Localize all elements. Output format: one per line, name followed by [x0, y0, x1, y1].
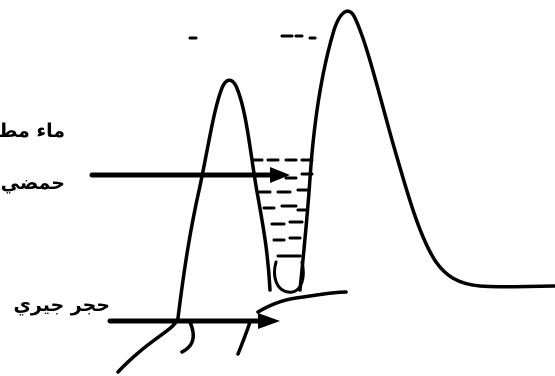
limestone-label: حجر جيري	[13, 294, 110, 316]
ground-fissure-left	[180, 320, 196, 354]
acid-rain-label-line1: ماء مطر	[0, 120, 65, 142]
cave-pocket	[273, 260, 305, 294]
ground-line	[256, 290, 348, 314]
arrow-limestone	[107, 313, 280, 329]
cave-dashes	[250, 158, 314, 258]
acid-rain-label-line2: حمضي	[0, 172, 65, 194]
stray-dashes	[188, 34, 317, 40]
right-mountain-outline	[298, 9, 555, 292]
arrow-acid-rain	[89, 167, 290, 183]
ground-fissure-middle	[236, 320, 252, 356]
left-hill-outline	[116, 78, 272, 374]
